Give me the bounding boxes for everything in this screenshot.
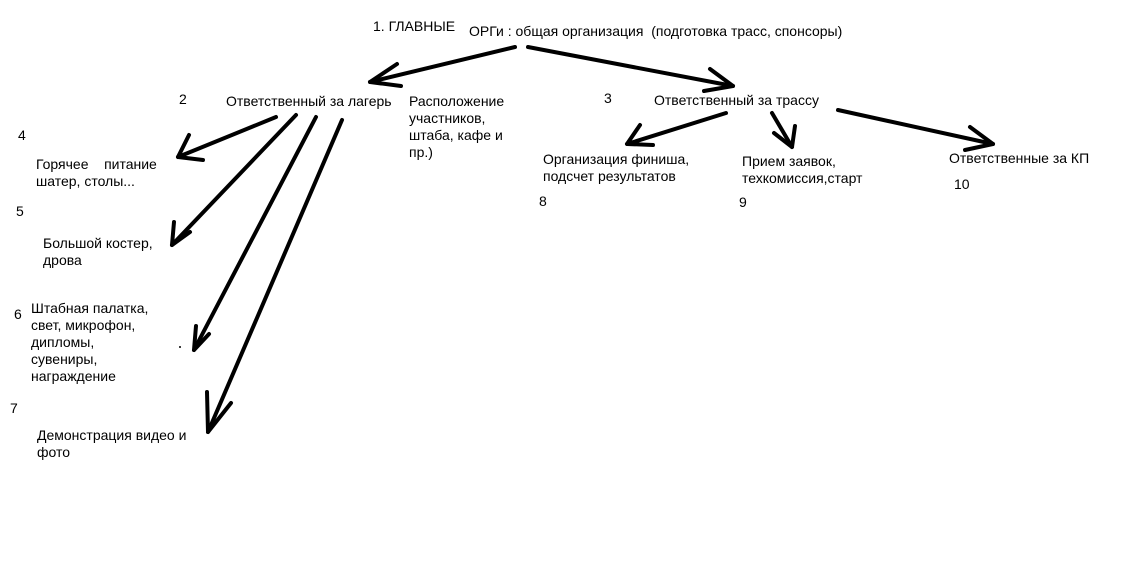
edge-shaft — [192, 115, 318, 352]
node-track-label: Ответственный за трассу — [654, 92, 819, 108]
node-placement-note: Расположение участников, штаба, кафе и п… — [409, 93, 505, 160]
edge-track-checkpoints — [836, 108, 995, 152]
edge-main-track — [526, 45, 735, 93]
edge-camp-food — [176, 115, 278, 162]
node-checkpoints-label: Ответственные за КП — [949, 150, 1090, 166]
stray-dot — [179, 346, 181, 348]
node-video-label: Демонстрация видео и фото — [37, 427, 187, 460]
node-main-label: ОРГи : общая организация (подготовка тра… — [469, 23, 843, 39]
edge-shaft — [625, 111, 728, 146]
node-video-number: 7 — [10, 400, 18, 416]
edge-arrowhead — [963, 125, 995, 152]
edge-main-camp — [368, 45, 517, 88]
node-camp-label: Ответственный за лагерь — [226, 93, 392, 109]
node-checkpoints-number: 10 — [954, 176, 970, 192]
node-hq-label: Штабная палатка, свет, микрофон, дипломы… — [31, 300, 149, 384]
edge-camp-hq — [192, 115, 318, 352]
node-finish-label: Организация финиша, подсчет результатов — [543, 151, 690, 184]
edge-shaft — [368, 45, 517, 84]
node-fire-number: 5 — [16, 203, 24, 219]
edge-arrowhead — [205, 390, 233, 434]
edge-arrowhead — [170, 220, 192, 247]
edge-arrowhead — [192, 324, 211, 352]
edge-arrowhead — [625, 123, 655, 147]
edge-shaft — [176, 115, 278, 159]
edge-shaft — [526, 45, 735, 88]
node-food-number: 4 — [18, 127, 26, 143]
edge-arrowhead — [176, 133, 205, 162]
edge-shaft — [836, 108, 995, 146]
node-hq-number: 6 — [14, 306, 22, 322]
edge-shaft — [170, 113, 298, 247]
edge-arrowhead — [702, 67, 735, 93]
node-main-number: 1. ГЛАВНЫЕ — [373, 18, 456, 34]
node-track-number: 3 — [604, 90, 612, 106]
edge-arrowhead — [368, 62, 403, 88]
edge-arrowhead — [772, 124, 797, 149]
node-fire-label: Большой костер, дрова — [43, 235, 153, 268]
node-registration-number: 9 — [739, 194, 747, 210]
node-food-label: Горячее питание шатер, столы... — [36, 156, 157, 189]
edge-track-finish — [625, 111, 728, 147]
edge-camp-fire — [170, 113, 298, 247]
edge-camp-video — [205, 118, 344, 434]
node-camp-number: 2 — [179, 91, 187, 107]
edge-track-registration — [770, 111, 797, 149]
node-registration-label: Прием заявок, техкомиссия,старт — [742, 153, 863, 186]
edge-shaft — [206, 118, 344, 434]
node-finish-number: 8 — [539, 193, 547, 209]
edge-shaft — [770, 111, 794, 149]
